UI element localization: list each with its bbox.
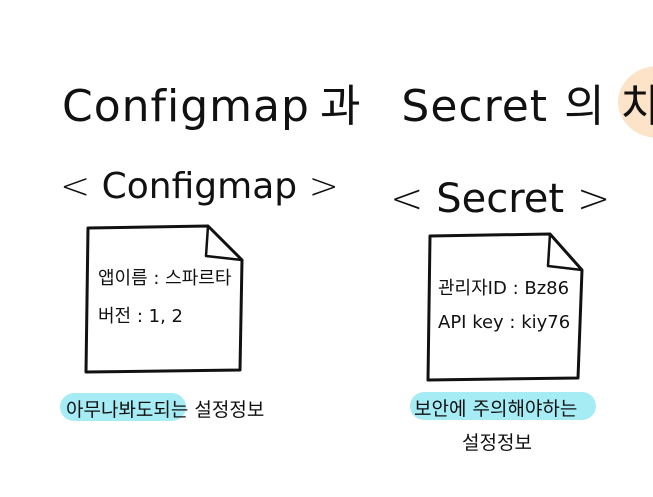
secret-heading-close: >	[576, 176, 611, 222]
title-difference-group: 차이	[617, 66, 653, 138]
secret-document: 관리자ID : Bz86 API key : kiy76	[418, 228, 590, 388]
secret-line-api-key: API key : kiy76	[438, 312, 571, 333]
configmap-line-app-name: 앱이름 : 스파르타	[98, 268, 232, 289]
secret-caption-line1: 보안에 주의해야하는	[414, 398, 578, 420]
configmap-heading-open: <	[60, 166, 91, 207]
title-secret: Secret	[401, 81, 549, 132]
configmap-caption: 아무나봐도되는 설정정보	[66, 399, 265, 421]
title-and: 과	[319, 81, 362, 132]
secret-heading-open: <	[390, 176, 424, 222]
configmap-document-icon	[84, 224, 244, 374]
title-of: 의	[564, 81, 606, 132]
secret-document-icon	[426, 232, 584, 382]
configmap-document: 앱이름 : 스파르타 버전 : 1, 2	[78, 220, 250, 380]
configmap-heading-text: Configmap	[101, 166, 298, 207]
secret-heading: < Secret >	[390, 176, 610, 222]
secret-caption-line2: 설정정보	[462, 432, 532, 454]
configmap-line-version: 버전 : 1, 2	[98, 306, 183, 327]
secret-caption-highlight	[410, 392, 596, 420]
title-difference: 차이	[621, 81, 653, 132]
secret-heading-text: Secret	[436, 176, 565, 222]
secret-line-admin-id: 관리자ID : Bz86	[438, 278, 570, 299]
configmap-heading-close: >	[308, 166, 339, 207]
configmap-heading: < Configmap >	[60, 166, 339, 207]
configmap-caption-highlight	[60, 393, 186, 421]
title-configmap: Configmap	[62, 81, 310, 132]
